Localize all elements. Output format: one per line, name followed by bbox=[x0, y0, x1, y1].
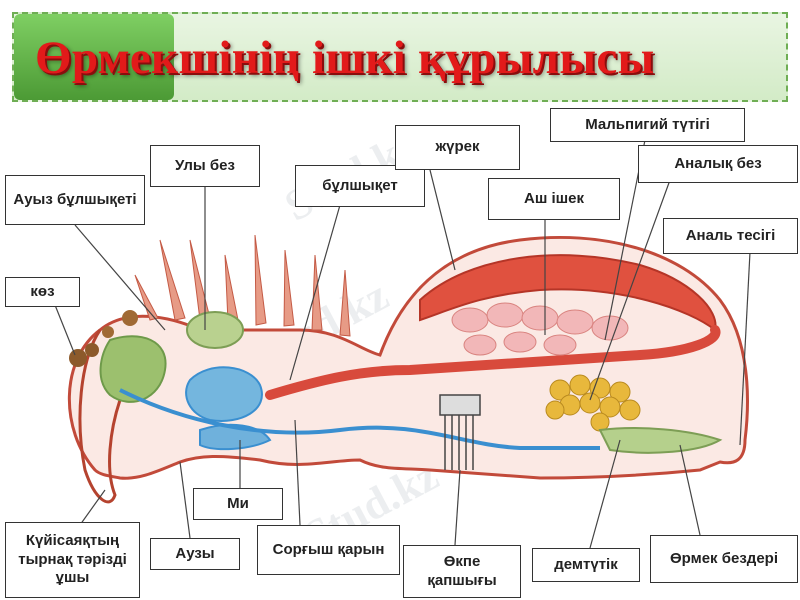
cephalothorax-spines bbox=[134, 234, 351, 337]
label-ash-ishek: Аш ішек bbox=[488, 178, 620, 220]
venom-gland bbox=[186, 311, 244, 349]
midgut bbox=[265, 325, 721, 400]
digestive-diverticula bbox=[451, 302, 629, 356]
eye bbox=[122, 310, 138, 326]
label-auzy: Аузы bbox=[150, 538, 240, 570]
label-bulshyket: бұлшықет bbox=[295, 165, 425, 207]
ovary bbox=[545, 374, 641, 432]
silk-glands bbox=[598, 427, 723, 454]
label-zhurek: жүрек bbox=[395, 125, 520, 170]
label-anal-tesigi: Аналь тесігі bbox=[663, 218, 798, 254]
page-title: Өрмекшінің ішкі құрылысы bbox=[35, 32, 655, 84]
chelicera-fang bbox=[78, 329, 122, 504]
label-okpe: Өкпе қапшығы bbox=[403, 545, 521, 598]
label-kuiisayak: Күйісаяқтың тырнақ тәрізді ұшы bbox=[5, 522, 140, 598]
eye bbox=[69, 349, 87, 367]
label-analyk-bez: Аналық без bbox=[638, 145, 798, 183]
label-malpigi: Мальпигий түтігі bbox=[550, 108, 745, 142]
label-sorgysh: Сорғыш қарын bbox=[257, 525, 400, 575]
label-ormek-bezderi: Өрмек бездері bbox=[650, 535, 798, 583]
label-uly-bez: Улы без bbox=[150, 145, 260, 187]
nerve-cord bbox=[119, 388, 600, 450]
book-lung bbox=[439, 394, 481, 470]
label-auyz-bulshyketi: Ауыз бұлшықеті bbox=[5, 175, 145, 225]
label-mi: Ми bbox=[193, 488, 283, 520]
label-koz: көз bbox=[5, 277, 80, 307]
eye bbox=[85, 343, 99, 357]
mouth-gland bbox=[99, 335, 167, 403]
label-demtutik: демтүтік bbox=[532, 548, 640, 582]
title-accent-block bbox=[14, 14, 174, 100]
sucking-stomach bbox=[185, 366, 263, 422]
eye bbox=[102, 326, 114, 338]
